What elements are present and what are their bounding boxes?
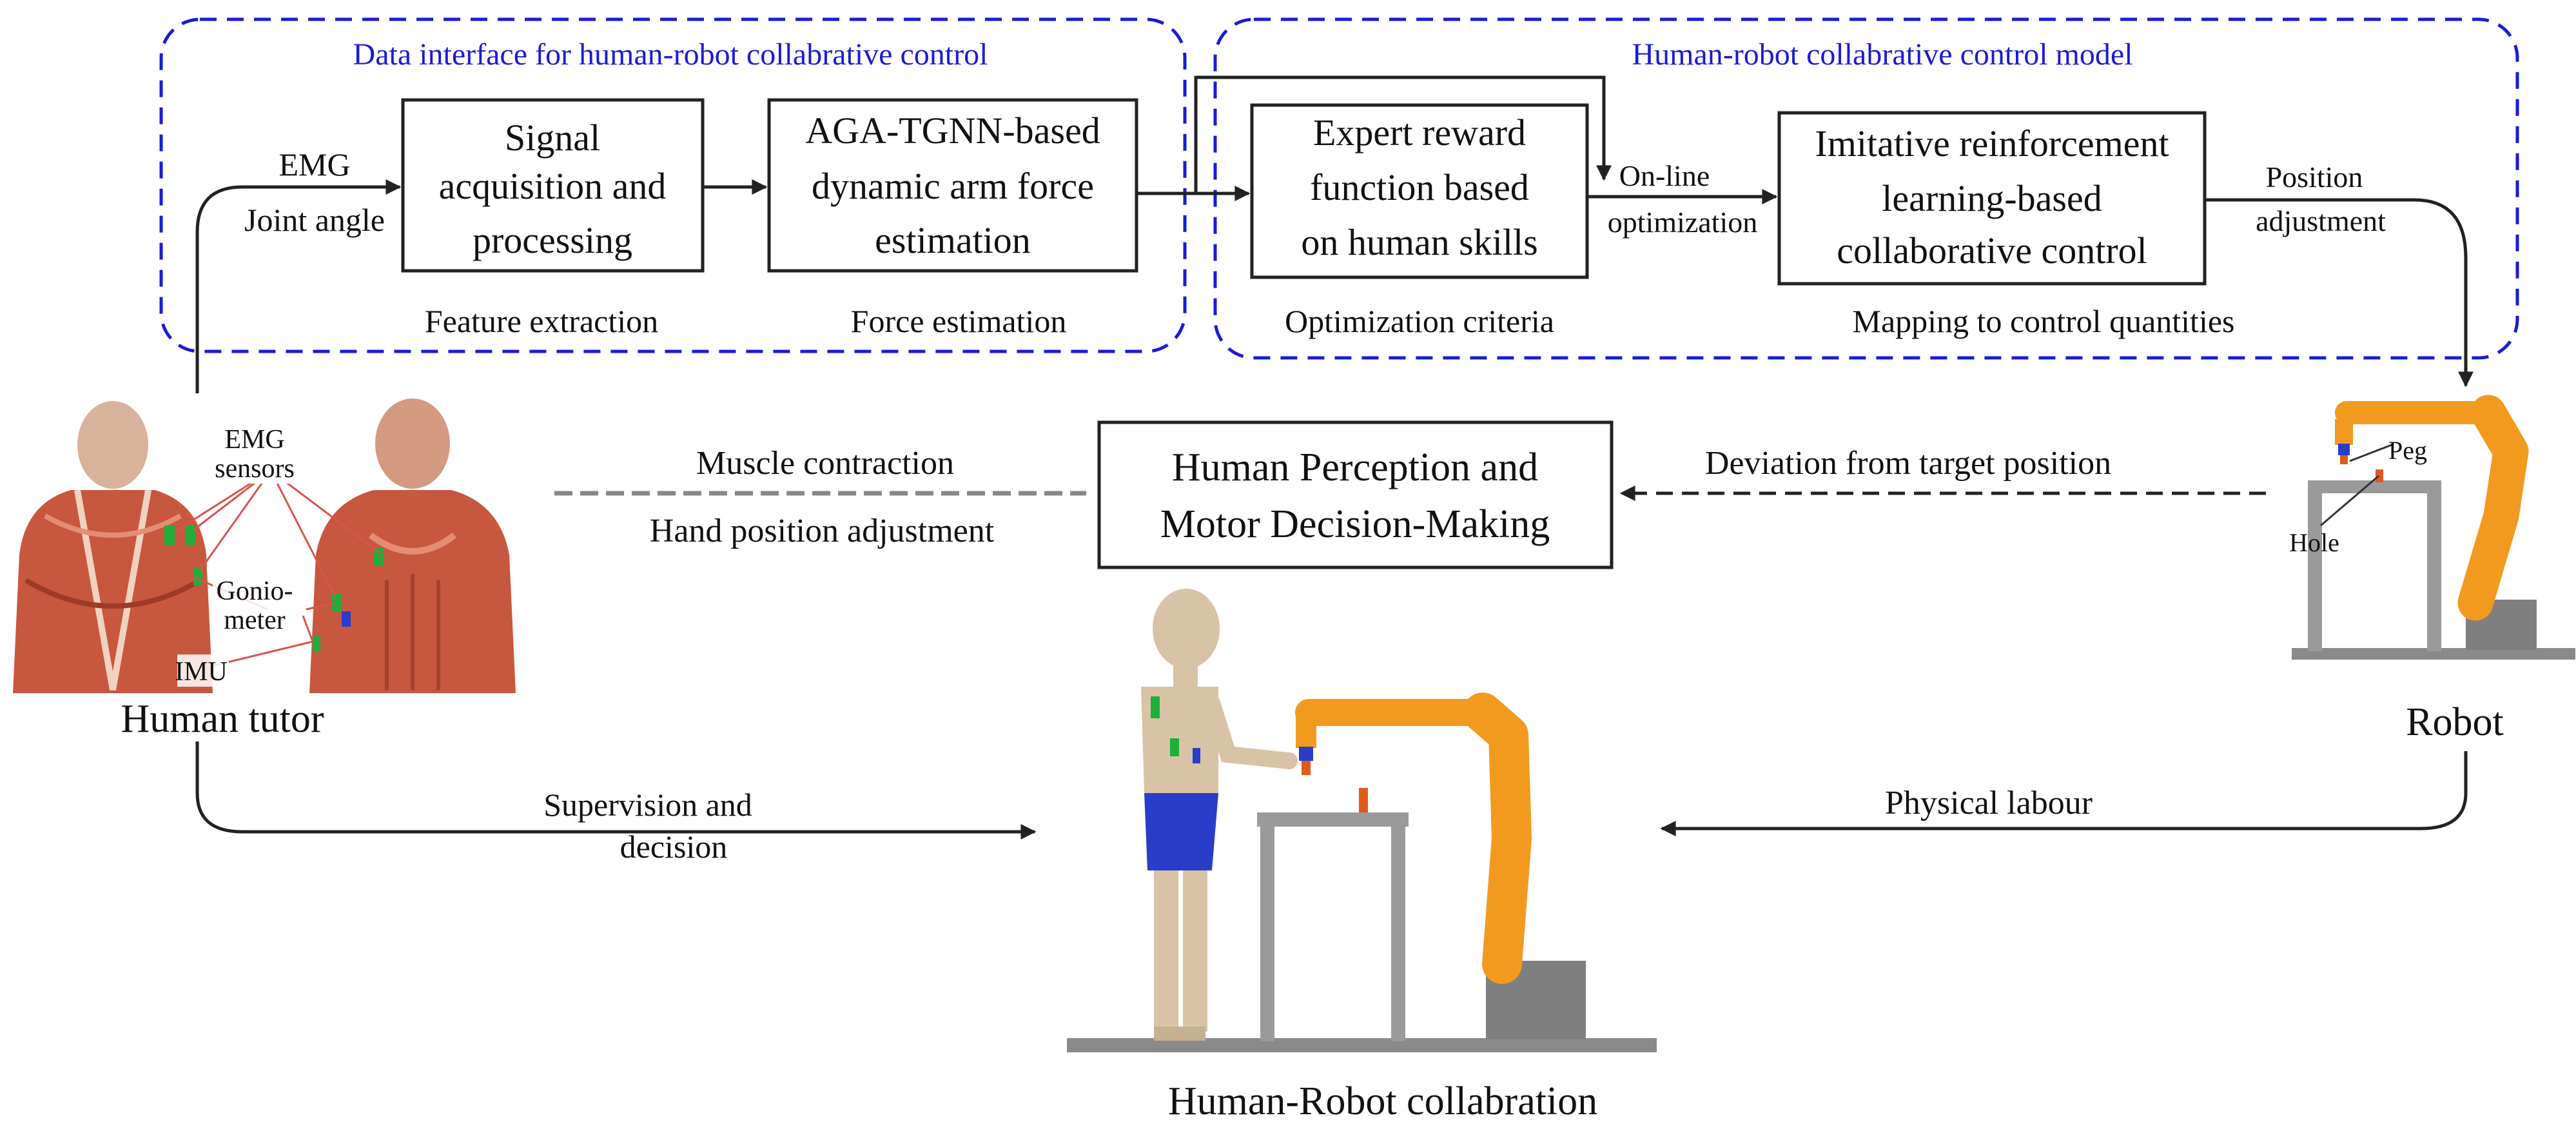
signal-box-line-1: Signal — [505, 117, 600, 159]
hole-label: Hole — [2289, 528, 2339, 557]
signal-acquisition-box — [401, 98, 705, 273]
signal-box-line-3: processing — [473, 219, 632, 261]
reward-box-line-3: on human skills — [1301, 221, 1537, 263]
force-estimation-box — [767, 98, 1138, 273]
position-adjust-arrow — [2206, 198, 2474, 388]
muscle-back-figure — [13, 401, 213, 693]
perception-line-1: Human Perception and — [1172, 446, 1538, 489]
goniometer-label-2: meter — [224, 605, 286, 635]
perception-box — [1097, 420, 1614, 569]
force-box-line-1: AGA-TGNN-based — [805, 110, 1100, 152]
robot-label: Robot — [2406, 700, 2504, 744]
collaboration-label: Human-Robot collabration — [1168, 1079, 1597, 1123]
model-frame — [1213, 17, 2519, 360]
expert-reward-box — [1250, 103, 1589, 279]
imitative-rl-box — [1777, 111, 2207, 286]
caption-optimization-criteria: Optimization criteria — [1285, 303, 1554, 339]
supervision-label-2: decision — [620, 829, 728, 865]
caption-force-estimation: Force estimation — [851, 303, 1067, 339]
collaboration-scene — [1067, 589, 1657, 1052]
interface-title: Data interface for human-robot collabrat… — [353, 37, 988, 72]
caption-mapping: Mapping to control quantities — [1853, 303, 2235, 339]
rl-box-line-1: Imitative reinforcement — [1815, 123, 2169, 164]
goniometer-label-1: Gonio- — [217, 576, 293, 606]
human-tutor-illustration: EMG sensors Gonio- meter IMU — [0, 393, 522, 696]
online-label-2: optimization — [1608, 206, 1758, 239]
perception-line-2: Motor Decision-Making — [1160, 502, 1550, 546]
caption-feature-extraction: Feature extraction — [425, 303, 658, 339]
deviation-label: Deviation from target position — [1705, 445, 2111, 482]
rl-box-line-2: learning-based — [1882, 177, 2102, 219]
model-title: Human-robot collabrative control model — [1632, 37, 2132, 72]
interface-frame — [159, 17, 1187, 353]
emg-sensor-marker — [164, 526, 175, 545]
joint-angle-label: Joint angle — [244, 202, 385, 238]
signal-box-line-2: acquisition and — [439, 165, 667, 207]
imu-label: IMU — [175, 657, 228, 687]
robot-illustration — [2292, 395, 2575, 660]
supervision-label-1: Supervision and — [543, 787, 752, 823]
muscle-contraction-label: Muscle contraction — [696, 445, 954, 482]
adjustment-label: adjustment — [2256, 204, 2386, 237]
physical-labour-arrow — [1660, 751, 2468, 836]
physical-labour-label: Physical labour — [1885, 785, 2093, 821]
emg-sensors-label-2: sensors — [215, 454, 295, 484]
reward-box-line-1: Expert reward — [1313, 112, 1526, 153]
peg-label: Peg — [2388, 436, 2427, 465]
supervision-arrow — [195, 742, 1037, 840]
arrow-force-to-online — [1194, 75, 1612, 193]
hand-position-label: Hand position adjustment — [650, 513, 995, 549]
position-label: Position — [2266, 161, 2363, 193]
muscle-front-figure — [309, 398, 516, 693]
reward-box-line-2: function based — [1310, 166, 1529, 208]
force-box-line-2: dynamic arm force — [812, 165, 1094, 207]
rl-box-line-3: collaborative control — [1837, 230, 2147, 271]
online-label-1: On-line — [1619, 159, 1710, 192]
emg-label: EMG — [278, 146, 350, 182]
emg-input-arrow — [195, 179, 402, 403]
force-box-line-3: estimation — [875, 219, 1031, 261]
human-tutor-label: Human tutor — [121, 697, 324, 741]
emg-sensors-label-1: EMG — [224, 425, 284, 455]
